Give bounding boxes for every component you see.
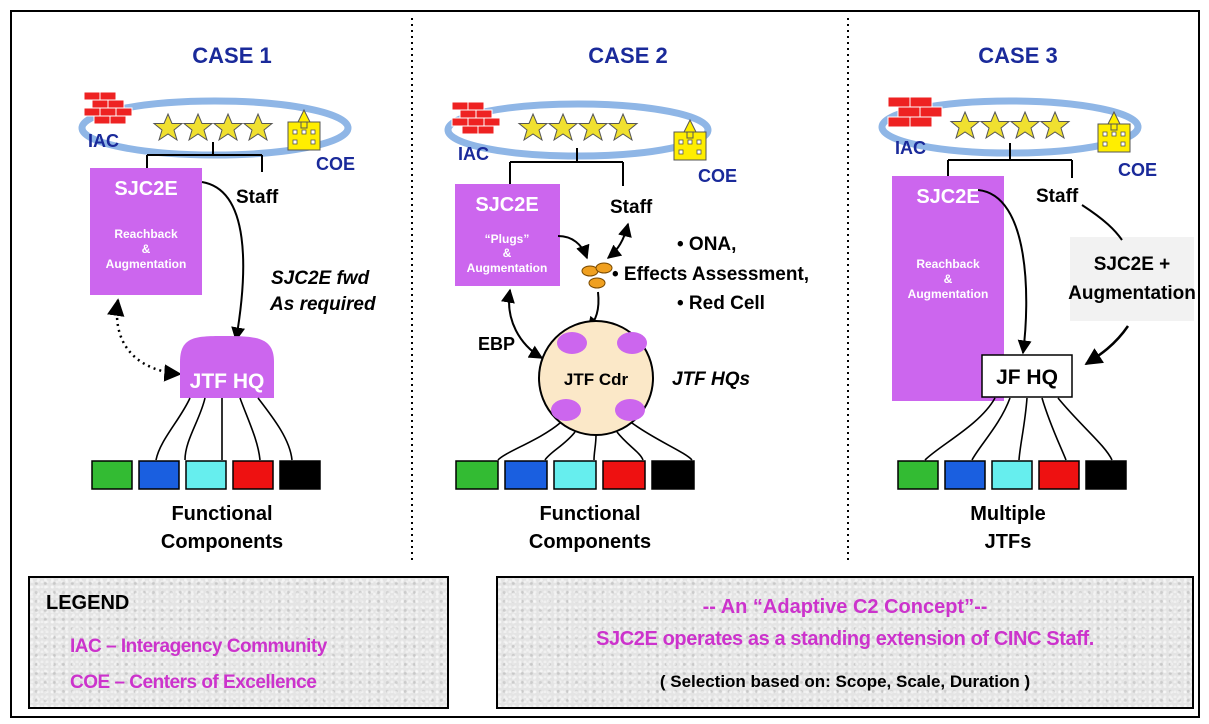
case-2: CASE 2 IAC COE SJC2E “Plugs” & Augmentat… xyxy=(444,43,809,553)
component-box xyxy=(651,460,695,490)
legend-item-iac: IAC – Interagency Community xyxy=(70,636,327,657)
component-box xyxy=(185,460,227,490)
star-icon xyxy=(608,113,638,141)
staff-label: Staff xyxy=(1036,186,1079,207)
augmentation-box xyxy=(1070,237,1194,321)
component-box xyxy=(1085,460,1127,490)
component-box xyxy=(455,460,499,490)
hq-label: JTF HQ xyxy=(190,370,265,393)
component-box xyxy=(91,460,133,490)
sjc2e-sub-3: Augmentation xyxy=(908,287,989,301)
iac-label: IAC xyxy=(895,138,926,158)
coe-label: COE xyxy=(1118,160,1157,180)
concept-title: -- An “Adaptive C2 Concept”-- xyxy=(702,596,988,618)
component-box xyxy=(897,460,939,490)
component-box xyxy=(232,460,274,490)
bullet-1: • ONA, xyxy=(677,234,736,255)
case-3: CASE 3 IAC COE SJC2E Reachback & Augment… xyxy=(878,43,1196,553)
sjc2e-sub-1: Reachback xyxy=(114,227,178,241)
star-icon xyxy=(153,113,183,141)
coe-building-icon xyxy=(673,119,707,161)
note-line-2: As required xyxy=(269,294,376,315)
concept-statement: SJC2E operates as a standing extension o… xyxy=(596,628,1094,650)
star-icon xyxy=(980,111,1010,139)
sjc2e-label: SJC2E xyxy=(114,178,177,200)
sjc2e-label: SJC2E xyxy=(916,186,979,208)
star-icon xyxy=(578,113,608,141)
component-box xyxy=(279,460,321,490)
sjc2e-sub-2: & xyxy=(142,242,151,256)
bullet-2: • Effects Assessment, xyxy=(612,264,809,285)
component-box xyxy=(504,460,548,490)
star-icon xyxy=(183,113,213,141)
star-icon xyxy=(213,113,243,141)
aug-line-1: SJC2E + xyxy=(1094,254,1171,275)
sjc2e-sub-2: & xyxy=(503,246,512,260)
sjc2e-sub-3: Augmentation xyxy=(106,257,187,271)
component-box xyxy=(991,460,1033,490)
star-icon xyxy=(243,113,273,141)
component-box xyxy=(1038,460,1080,490)
diagram-frame xyxy=(10,10,1200,718)
legend-title: LEGEND xyxy=(46,592,130,614)
case-1-title: CASE 1 xyxy=(192,43,271,68)
note-line-1: SJC2E fwd xyxy=(271,268,370,289)
component-box xyxy=(138,460,180,490)
case-2-title: CASE 2 xyxy=(588,43,667,68)
star-icon xyxy=(950,111,980,139)
hq-label: JF HQ xyxy=(996,366,1058,389)
sjc2e-sub-2: & xyxy=(944,272,953,286)
bottom-label-1: Functional xyxy=(171,503,272,525)
bottom-label-2: Components xyxy=(161,531,283,553)
legend-item-coe: COE – Centers of Excellence xyxy=(70,672,317,693)
coe-label: COE xyxy=(316,154,355,174)
star-icon xyxy=(518,113,548,141)
coe-label: COE xyxy=(698,166,737,186)
staff-label: Staff xyxy=(610,197,653,218)
component-box xyxy=(944,460,986,490)
case-3-title: CASE 3 xyxy=(978,43,1057,68)
component-box xyxy=(602,460,646,490)
hq-note: JTF HQs xyxy=(672,369,750,390)
concept-selection: ( Selection based on: Scope, Scale, Dura… xyxy=(659,672,1031,691)
iac-label: IAC xyxy=(458,144,489,164)
hq-label: JTF Cdr xyxy=(564,370,629,389)
case-1: CASE 1 IAC COE SJC2E Reachback & Augment… xyxy=(78,43,376,553)
sjc2e-sub-1: “Plugs” xyxy=(485,232,530,246)
iac-bricks-icon xyxy=(887,96,943,128)
sjc2e-label: SJC2E xyxy=(475,194,538,216)
bottom-label-1: Multiple xyxy=(970,503,1046,525)
iac-label: IAC xyxy=(88,131,119,151)
sjc2e-box xyxy=(455,184,560,286)
component-box xyxy=(553,460,597,490)
staff-label: Staff xyxy=(236,187,279,208)
bottom-label-2: Components xyxy=(529,531,651,553)
sjc2e-box xyxy=(90,168,202,295)
star-icon xyxy=(1040,111,1070,139)
legend-box: LEGEND IAC – Interagency Community COE –… xyxy=(28,576,449,709)
star-icon xyxy=(1010,111,1040,139)
jf-hq-box xyxy=(981,354,1073,398)
star-icon xyxy=(548,113,578,141)
aug-line-2: Augmentation xyxy=(1068,283,1196,304)
bottom-label-1: Functional xyxy=(539,503,640,525)
jtf-hq-shape xyxy=(180,336,274,398)
sjc2e-sub-1: Reachback xyxy=(916,257,980,271)
ebp-label: EBP xyxy=(478,334,515,354)
sjc2e-sub-3: Augmentation xyxy=(467,261,548,275)
coe-building-icon xyxy=(287,109,321,151)
concept-box: -- An “Adaptive C2 Concept”-- SJC2E oper… xyxy=(496,576,1194,709)
bottom-label-2: JTFs xyxy=(985,531,1032,553)
bullet-3: • Red Cell xyxy=(677,293,765,314)
